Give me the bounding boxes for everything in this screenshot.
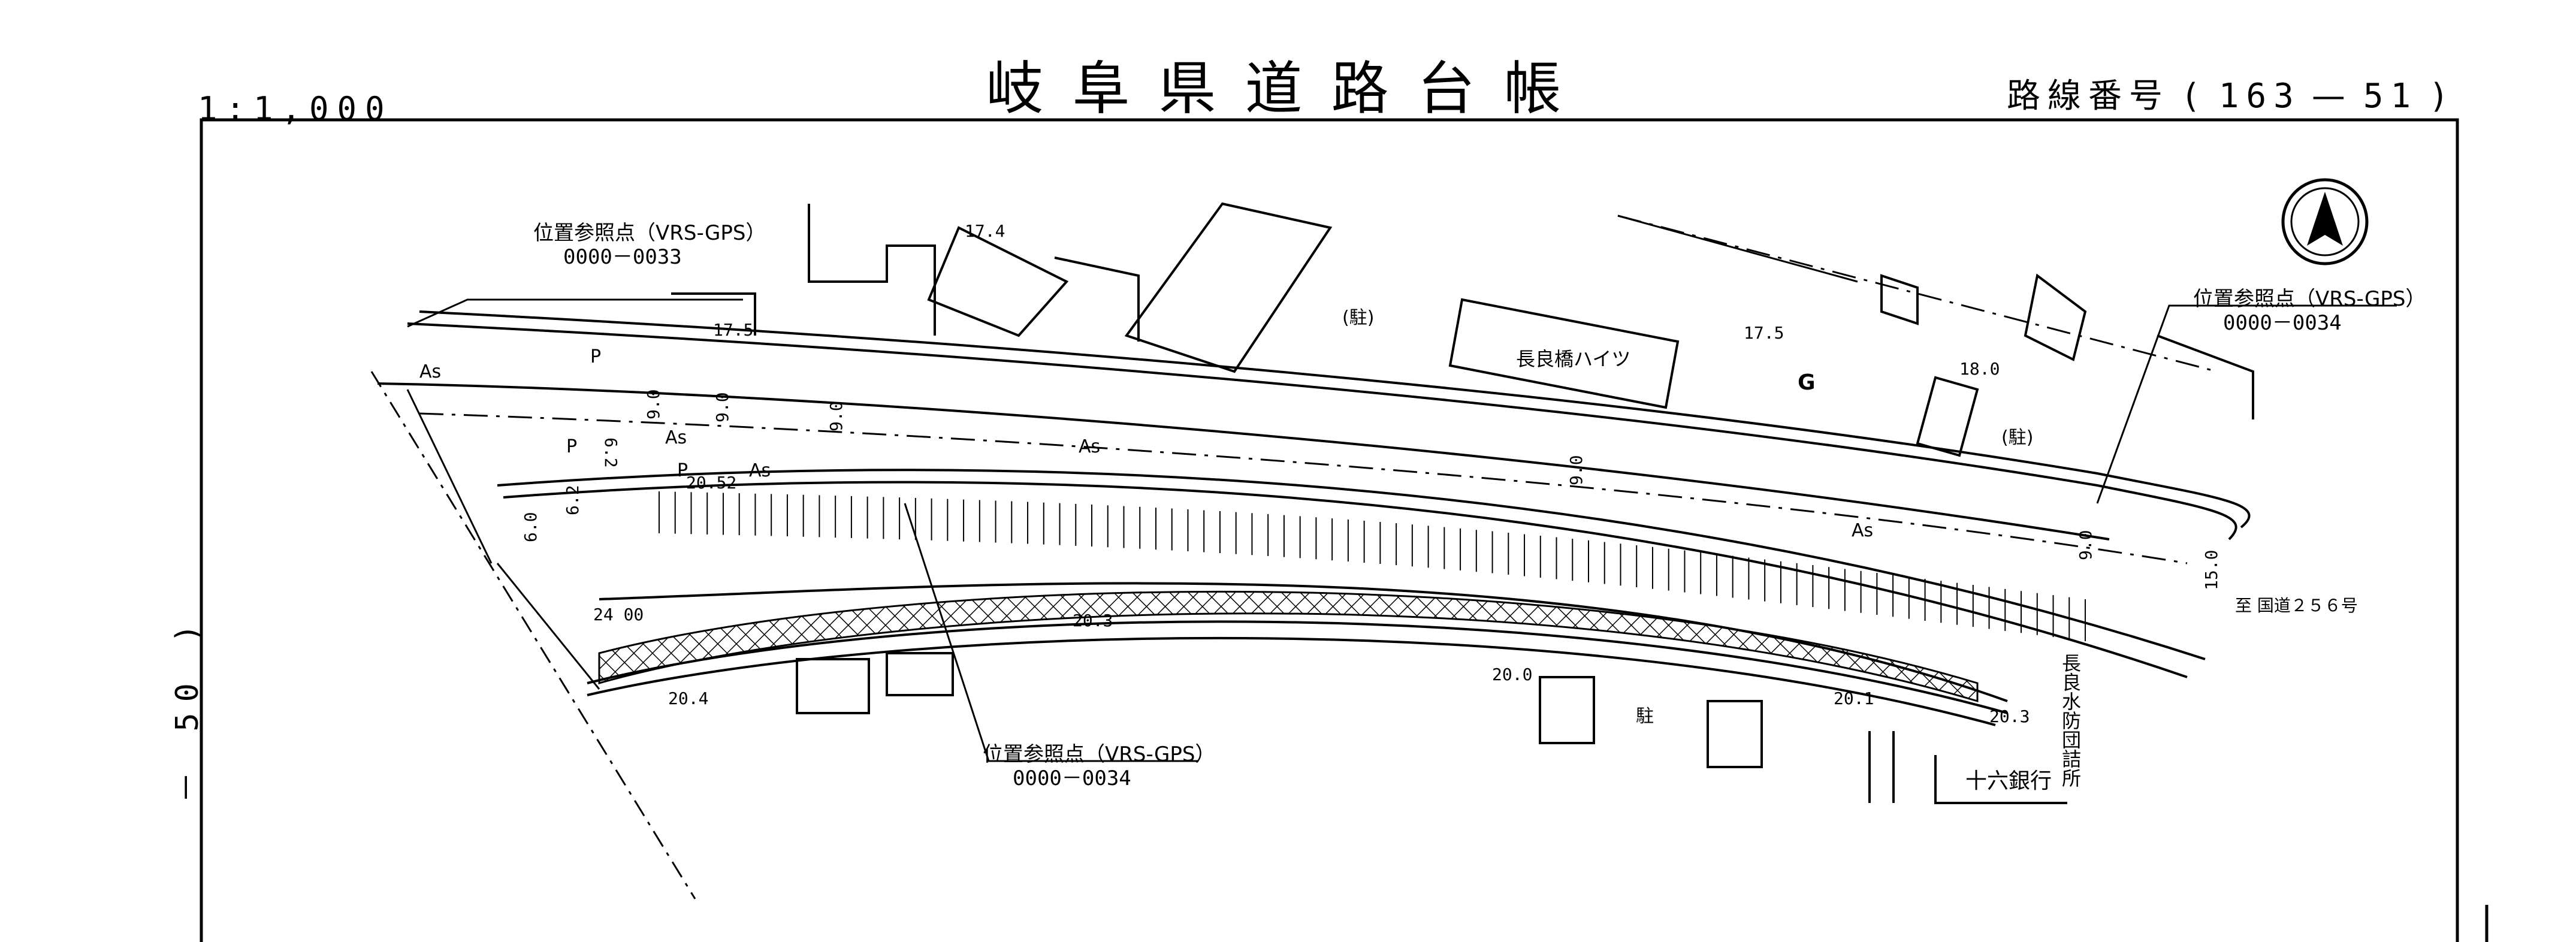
label-parking-2: (駐): [2001, 427, 2033, 448]
ref-point-title-2: 位置参照点（VRS-GPS）: [2193, 287, 2426, 311]
boundary-line-2: [1617, 215, 1858, 283]
ref-point-title-1: 位置参照点（VRS-GPS）: [533, 221, 766, 245]
label-g-mark: G: [1798, 370, 1816, 395]
north-arrow-icon: [2281, 178, 2369, 265]
width-6-2-b: 6.2: [563, 485, 582, 515]
road-centerline: [419, 412, 2188, 564]
route-number-b: 51: [2363, 77, 2418, 116]
label-as-3: As: [419, 361, 441, 382]
width-9-0-c: 9.0: [826, 401, 846, 431]
route-number: 路線番号 ( 163 — 51 ): [2007, 69, 2456, 117]
label-as-4: As: [665, 427, 687, 448]
elev-20-3-a: 20.3: [1073, 611, 1113, 630]
label-p-3: P: [677, 460, 688, 481]
elev-18-0: 18.0: [1959, 359, 2000, 379]
elev-17-5-a: 17.5: [713, 320, 753, 340]
label-bank: 十六銀行: [1965, 769, 2052, 793]
label-building-haitsu: 長良橋ハイツ: [1516, 348, 1630, 370]
label-p-2: P: [566, 436, 577, 457]
ref-point-code-3: 0000－0034: [1013, 766, 1131, 790]
planting-strip: [598, 590, 1979, 703]
route-number-close: ): [2429, 77, 2456, 116]
width-9-0-b: 9.0: [712, 392, 732, 422]
label-parking-3: 駐: [1636, 706, 1654, 727]
elev-24-00: 24 00: [593, 605, 644, 624]
elev-20-52: 20.52: [686, 473, 736, 493]
buildings-north: [671, 202, 2254, 457]
width-6-0: 6.0: [521, 512, 540, 542]
label-fire-station: 長良水防団詰所: [2059, 653, 2082, 787]
width-6-2-a: 6.2: [601, 437, 621, 468]
route-number-a: 163: [2218, 77, 2301, 116]
elev-20-3-b: 20.3: [1989, 707, 2030, 726]
boundary-line: [1617, 215, 2218, 373]
route-number-label: 路線番号: [2006, 77, 2170, 116]
width-9-0-d: 9.0: [1566, 455, 1586, 485]
reference-leaders: [407, 298, 2397, 762]
label-parking-1: (駐): [1342, 307, 1374, 328]
label-as-5: As: [749, 460, 771, 481]
label-as-1: As: [1079, 436, 1100, 457]
label-p-1: P: [590, 346, 601, 367]
width-15-0: 15.0: [2201, 550, 2221, 590]
width-9-0-e: 9.0: [2076, 530, 2095, 560]
ref-point-code-2: 0000－0034: [2223, 311, 2342, 335]
route-number-open: (: [2180, 77, 2208, 116]
buildings-south: [796, 652, 2067, 804]
elev-17-5-b: 17.5: [1744, 323, 1784, 343]
map-frame: [200, 118, 2459, 942]
elev-20-0: 20.0: [1492, 665, 1532, 684]
ref-point-code-1: 0000－0033: [563, 245, 682, 269]
page-title: 岐阜県道路台帳: [986, 55, 1590, 122]
ref-point-title-3: 位置参照点（VRS-GPS）: [983, 742, 1215, 766]
label-as-2: As: [1852, 520, 1873, 541]
elev-20-4: 20.4: [668, 689, 708, 708]
width-9-0-a: 9.0: [644, 389, 663, 419]
left-boundary: [370, 371, 696, 899]
road-edges: [377, 310, 2251, 726]
label-direction: 至 国道２５６号: [2235, 596, 2358, 615]
elev-17-4: 17.4: [965, 221, 1005, 241]
sidewalk-ticks: [659, 491, 2086, 641]
elev-20-1: 20.1: [1834, 689, 1874, 708]
route-number-dash: —: [2311, 77, 2352, 116]
